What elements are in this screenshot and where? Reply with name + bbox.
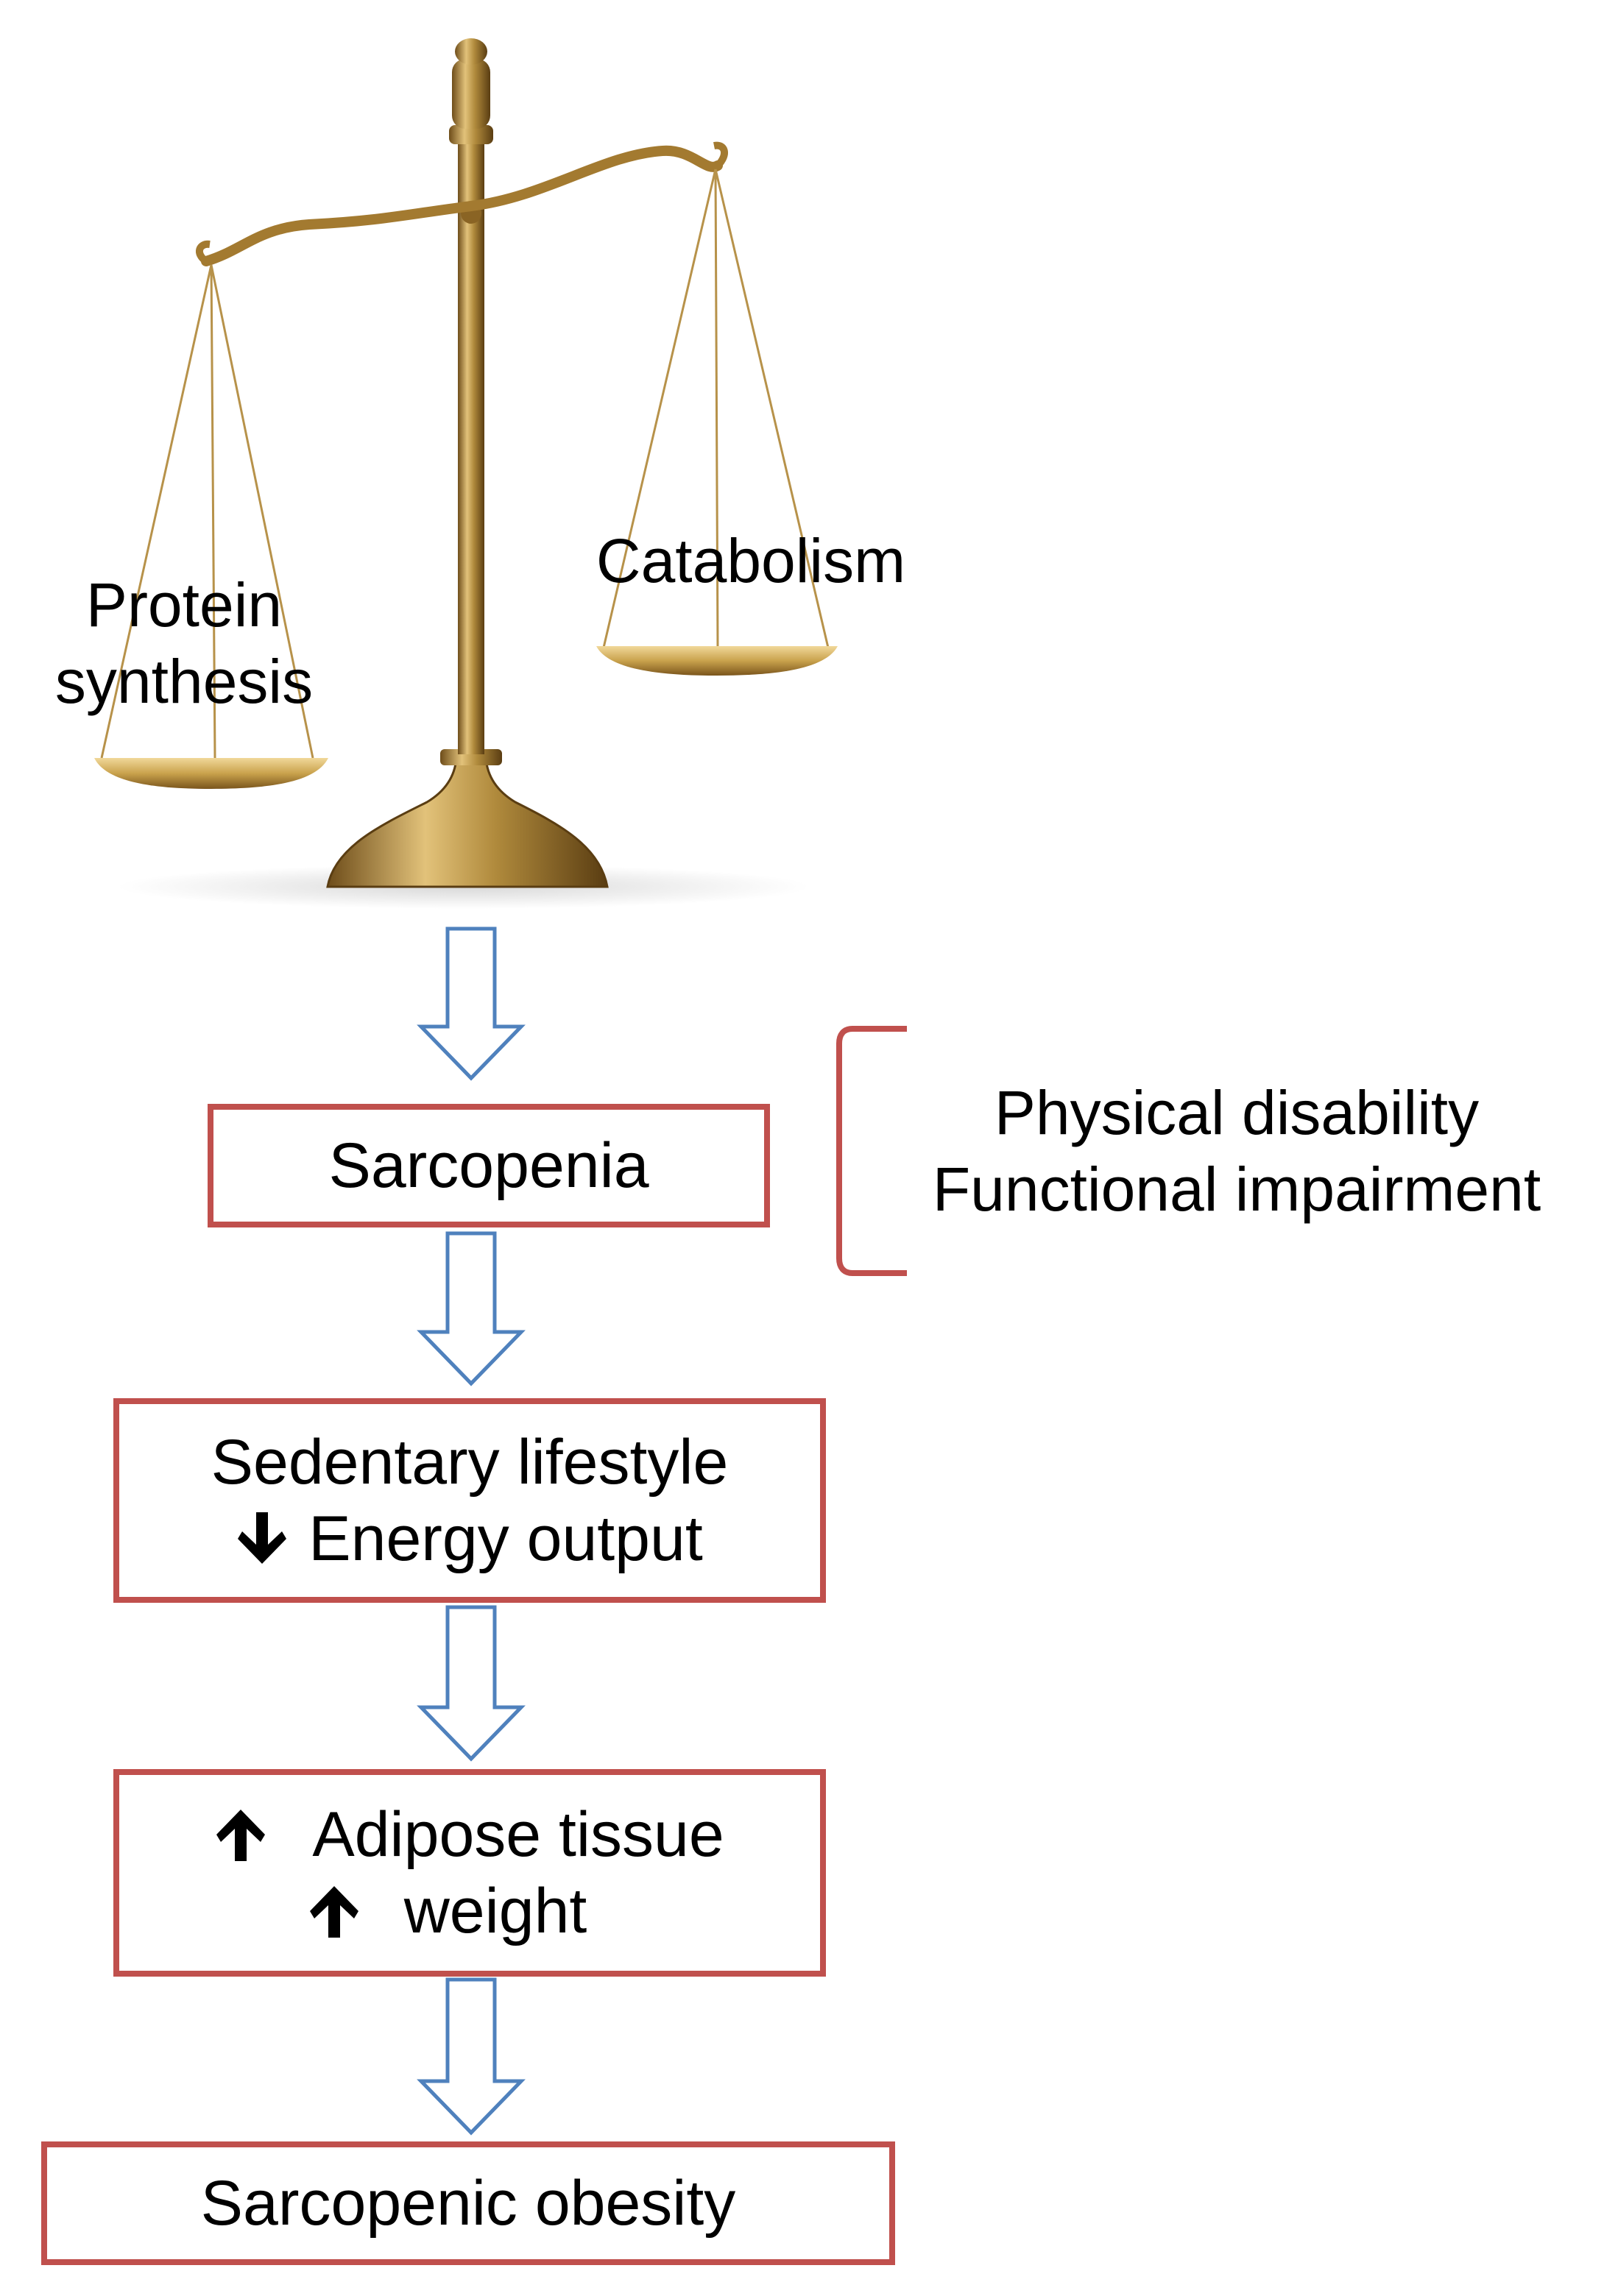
catabolism-label: Catabolism	[596, 526, 906, 595]
protein-synthesis-label-line1: Protein	[85, 570, 283, 639]
adipose-tissue-text: Adipose tissue	[312, 1799, 724, 1870]
protein-synthesis-label-line2: synthesis	[54, 647, 314, 716]
sarcopenic-obesity-text: Sarcopenic obesity	[200, 2168, 736, 2239]
physical-disability-text: Physical disability	[994, 1078, 1480, 1147]
adipose-tissue-line: Adipose tissue	[215, 1796, 724, 1873]
energy-output-line: Energy output	[236, 1500, 703, 1577]
protein-synthesis-label: Protein synthesis	[29, 567, 339, 720]
scale-post	[458, 118, 484, 754]
scale-base	[326, 757, 609, 888]
balance-scale-illustration	[94, 38, 838, 909]
up-arrow-icon	[216, 1810, 266, 1861]
up-arrow-icon	[309, 1886, 358, 1938]
down-arrow-2	[417, 1231, 526, 1386]
sedentary-lifestyle-box: Sedentary lifestyle Energy output	[113, 1398, 826, 1603]
left-pan	[94, 264, 328, 789]
flow-arrows	[417, 926, 526, 2136]
down-arrow-icon	[238, 1512, 287, 1564]
functional-impairment-text: Functional impairment	[932, 1155, 1541, 1224]
right-pan	[596, 169, 838, 676]
down-arrow-3	[417, 1605, 526, 1762]
down-arrow-1	[417, 926, 526, 1081]
scale-beam	[201, 145, 723, 266]
sarcopenia-box: Sarcopenia	[208, 1104, 770, 1227]
weight-text: weight	[403, 1876, 587, 1946]
bracket-note: Physical disability Functional impairmen…	[883, 1074, 1590, 1227]
down-arrow-4	[417, 1977, 526, 2136]
bracket	[836, 1026, 907, 1276]
sarcopenic-obesity-box: Sarcopenic obesity	[41, 2141, 895, 2265]
adipose-tissue-box: Adipose tissue weight	[113, 1769, 826, 1977]
weight-line: weight	[308, 1873, 587, 1949]
sarcopenia-text: Sarcopenia	[328, 1130, 649, 1201]
sedentary-lifestyle-text: Sedentary lifestyle	[211, 1427, 729, 1498]
energy-output-text: Energy output	[308, 1503, 703, 1574]
